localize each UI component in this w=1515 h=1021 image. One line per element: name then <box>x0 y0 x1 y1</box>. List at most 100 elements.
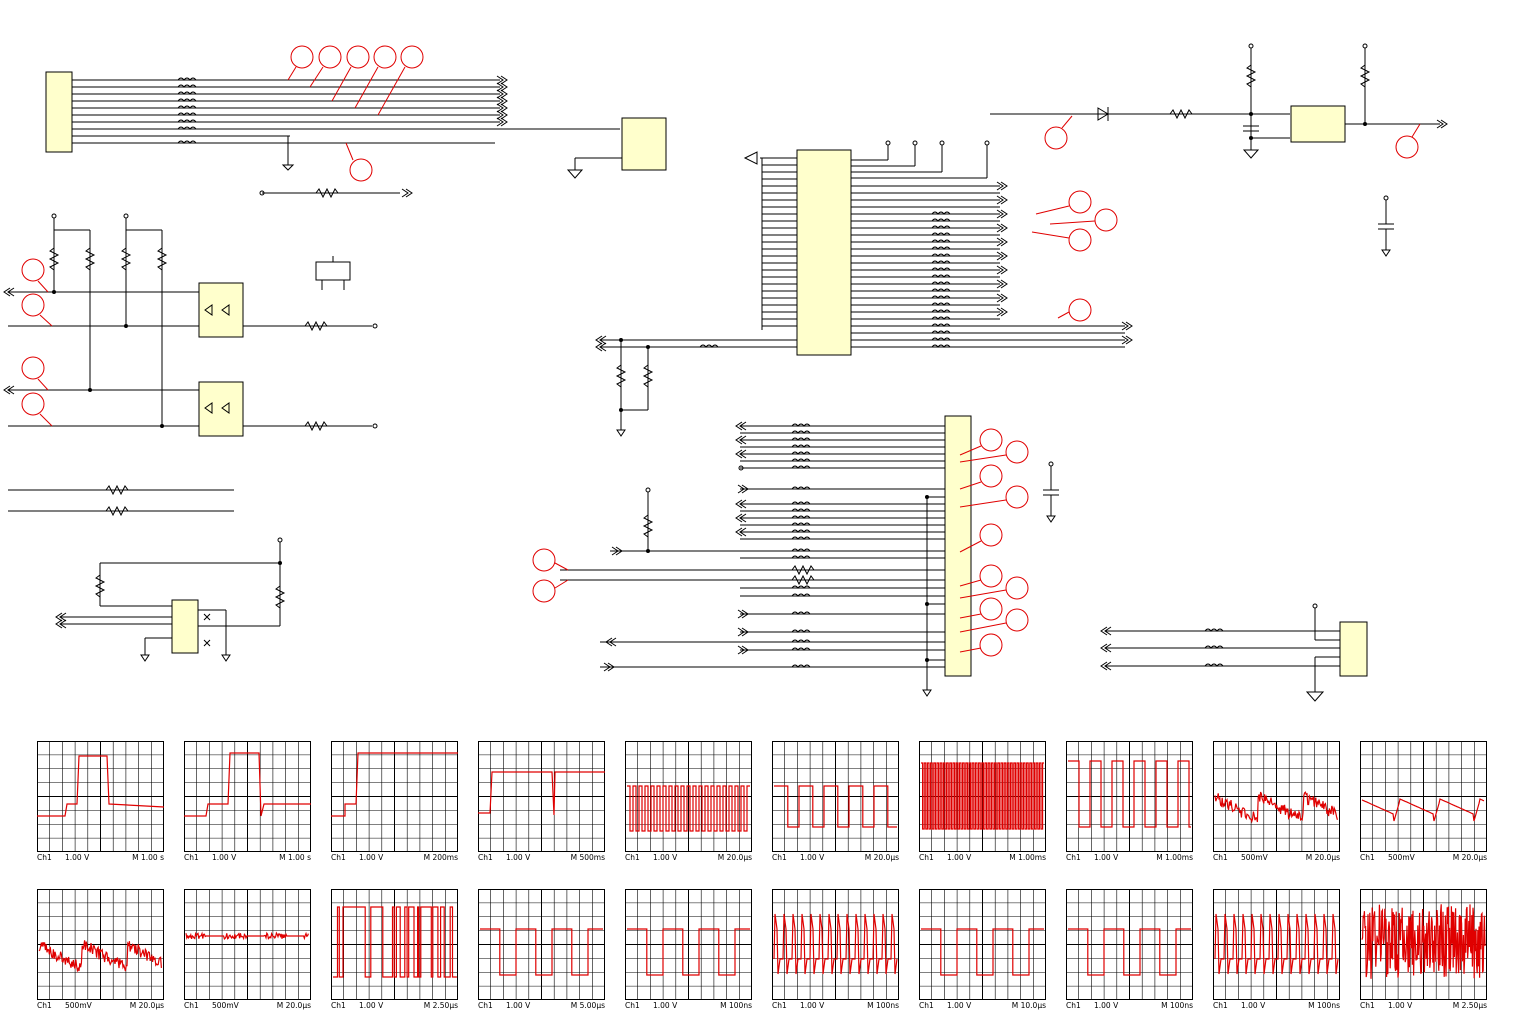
waveform-graticule <box>772 741 899 852</box>
waveform-graticule <box>919 889 1046 1000</box>
waveform-17: Ch11.00 VM 10.0µs <box>919 889 1046 1000</box>
volts-per-div: 1.00 V <box>947 853 971 862</box>
channel-label: Ch1 <box>1360 853 1375 862</box>
connector-bottom-right <box>1101 604 1367 701</box>
time-per-div: M 10.0µs <box>1012 1001 1046 1010</box>
waveform-graticule <box>1360 889 1487 1000</box>
waveform-14: Ch11.00 VM 5.00µs <box>478 889 605 1000</box>
waveform-graticule <box>1213 889 1340 1000</box>
waveform-graticule <box>331 889 458 1000</box>
time-per-div: M 1.00 s <box>132 853 164 862</box>
waveform-18: Ch11.00 VM 100ns <box>1066 889 1193 1000</box>
waveform-6: Ch11.00 VM 20.0µs <box>772 741 899 852</box>
channel-label: Ch1 <box>1066 853 1081 862</box>
volts-per-div: 1.00 V <box>506 1001 530 1010</box>
channel-label: Ch1 <box>919 853 934 862</box>
waveform-graticule <box>184 741 311 852</box>
waveform-3: Ch11.00 VM 200ms <box>331 741 458 852</box>
channel-label: Ch1 <box>919 1001 934 1010</box>
channel-label: Ch1 <box>478 1001 493 1010</box>
time-per-div: M 2.50µs <box>1453 1001 1487 1010</box>
time-per-div: M 1.00ms <box>1156 853 1193 862</box>
time-per-div: M 100ns <box>1308 1001 1340 1010</box>
channel-label: Ch1 <box>1213 1001 1228 1010</box>
channel-label: Ch1 <box>625 1001 640 1010</box>
waveform-graticule <box>184 889 311 1000</box>
time-per-div: M 20.0µs <box>277 1001 311 1010</box>
waveform-13: Ch11.00 VM 2.50µs <box>331 889 458 1000</box>
waveform-graticule <box>1066 889 1193 1000</box>
waveform-graticule <box>1360 741 1487 852</box>
volts-per-div: 1.00 V <box>359 1001 383 1010</box>
waveform-graticule <box>478 889 605 1000</box>
waveform-1: Ch11.00 VM 1.00 s <box>37 741 164 852</box>
waveform-7: Ch11.00 VM 1.00ms <box>919 741 1046 852</box>
channel-label: Ch1 <box>625 853 640 862</box>
waveform-8: Ch11.00 VM 1.00ms <box>1066 741 1193 852</box>
time-per-div: M 20.0µs <box>718 853 752 862</box>
regulator-block <box>990 44 1447 256</box>
time-per-div: M 100ns <box>867 1001 899 1010</box>
channel-label: Ch1 <box>1066 1001 1081 1010</box>
channel-label: Ch1 <box>184 1001 199 1010</box>
callout-balloons-top <box>288 46 423 181</box>
channel-label: Ch1 <box>1360 1001 1375 1010</box>
waveform-graticule <box>625 741 752 852</box>
channel-label: Ch1 <box>478 853 493 862</box>
waveform-5: Ch11.00 VM 20.0µs <box>625 741 752 852</box>
waveform-graticule <box>37 741 164 852</box>
volts-per-div: 1.00 V <box>1094 1001 1118 1010</box>
waveform-graticule <box>1213 741 1340 852</box>
time-per-div: M 20.0µs <box>865 853 899 862</box>
waveform-19: Ch11.00 VM 100ns <box>1213 889 1340 1000</box>
main-ic-block <box>596 141 1132 436</box>
waveform-2: Ch11.00 VM 1.00 s <box>184 741 311 852</box>
time-per-div: M 100ns <box>1161 1001 1193 1010</box>
connector-middle <box>533 416 1059 696</box>
level-shifter-block <box>4 214 377 515</box>
waveform-20: Ch11.00 VM 2.50µs <box>1360 889 1487 1000</box>
volts-per-div: 1.00 V <box>653 1001 677 1010</box>
waveform-9: Ch1500mVM 20.0µs <box>1213 741 1340 852</box>
waveform-graticule <box>772 889 899 1000</box>
waveform-12: Ch1500mVM 20.0µs <box>184 889 311 1000</box>
volts-per-div: 1.00 V <box>1241 1001 1265 1010</box>
volts-per-div: 1.00 V <box>947 1001 971 1010</box>
waveform-graticule <box>478 741 605 852</box>
volts-per-div: 1.00 V <box>1388 1001 1412 1010</box>
volts-per-div: 1.00 V <box>800 853 824 862</box>
channel-label: Ch1 <box>37 853 52 862</box>
time-per-div: M 200ms <box>424 853 458 862</box>
volts-per-div: 500mV <box>212 1001 239 1010</box>
waveform-graticule <box>37 889 164 1000</box>
time-per-div: M 2.50µs <box>424 1001 458 1010</box>
channel-label: Ch1 <box>37 1001 52 1010</box>
small-ic-block <box>56 538 284 661</box>
waveform-16: Ch11.00 VM 100ns <box>772 889 899 1000</box>
time-per-div: M 20.0µs <box>130 1001 164 1010</box>
schematic-diagram <box>0 0 1515 720</box>
time-per-div: M 1.00ms <box>1009 853 1046 862</box>
waveform-4: Ch11.00 VM 500ms <box>478 741 605 852</box>
waveform-graticule <box>1066 741 1193 852</box>
time-per-div: M 100ns <box>720 1001 752 1010</box>
waveform-10: Ch1500mVM 20.0µs <box>1360 741 1487 852</box>
volts-per-div: 1.00 V <box>65 853 89 862</box>
volts-per-div: 500mV <box>1241 853 1268 862</box>
waveform-15: Ch11.00 VM 100ns <box>625 889 752 1000</box>
volts-per-div: 1.00 V <box>653 853 677 862</box>
waveform-11: Ch1500mVM 20.0µs <box>37 889 164 1000</box>
volts-per-div: 1.00 V <box>506 853 530 862</box>
volts-per-div: 500mV <box>65 1001 92 1010</box>
channel-label: Ch1 <box>184 853 199 862</box>
time-per-div: M 20.0µs <box>1306 853 1340 862</box>
volts-per-div: 1.00 V <box>359 853 383 862</box>
channel-label: Ch1 <box>331 853 346 862</box>
volts-per-div: 1.00 V <box>1094 853 1118 862</box>
volts-per-div: 1.00 V <box>800 1001 824 1010</box>
channel-label: Ch1 <box>1213 853 1228 862</box>
volts-per-div: 1.00 V <box>212 853 236 862</box>
channel-label: Ch1 <box>772 853 787 862</box>
time-per-div: M 20.0µs <box>1453 853 1487 862</box>
waveform-graticule <box>919 741 1046 852</box>
